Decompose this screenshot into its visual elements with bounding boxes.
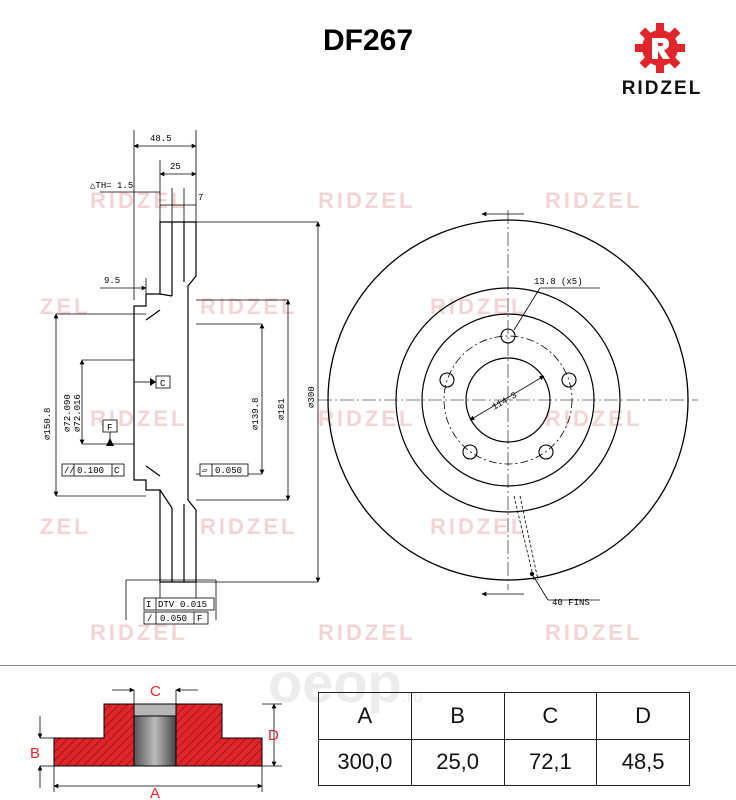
pcd-label: 114.3 bbox=[491, 390, 519, 412]
brand-logo: RIDZEL bbox=[600, 20, 724, 100]
brand-name: RIDZEL bbox=[621, 78, 703, 99]
dimensions-table: A B C D 300,0 25,0 72,1 48,5 bbox=[318, 692, 690, 786]
table-row: A B C D bbox=[318, 692, 690, 740]
dim-hat: 9.5 bbox=[104, 276, 120, 286]
profile-label-d: D bbox=[268, 727, 279, 744]
tolerance-flatness-bottom: / 0.050 F bbox=[143, 611, 209, 625]
svg-text:DTV: DTV bbox=[158, 600, 175, 610]
svg-text:▱: ▱ bbox=[202, 466, 208, 476]
watermark-text: RIDZEL bbox=[318, 188, 416, 213]
dim-181: ⌀181 bbox=[277, 398, 287, 420]
bolt-hole bbox=[462, 444, 478, 460]
tolerance-dtv: I DTV 0.015 bbox=[143, 597, 215, 611]
dim-300: ⌀300 bbox=[307, 386, 317, 408]
dim-overall-width: 48.5 bbox=[150, 134, 172, 144]
table-cell: 300,0 bbox=[318, 738, 412, 786]
svg-text:0.015: 0.015 bbox=[180, 600, 207, 610]
svg-text:0.100: 0.100 bbox=[77, 466, 104, 476]
svg-text:F: F bbox=[107, 423, 112, 433]
tolerance-parallelism: // 0.100 C bbox=[61, 463, 125, 477]
bolt-hole bbox=[538, 444, 554, 460]
watermark-text: RIDZEL bbox=[545, 188, 643, 213]
watermark-text: ZEL bbox=[40, 514, 91, 539]
table-cell: 72,1 bbox=[503, 738, 598, 786]
dim-150: ⌀150.8 bbox=[43, 408, 53, 440]
section-divider bbox=[0, 665, 736, 666]
disc-profile-diagram: C B A D bbox=[30, 683, 282, 798]
table-header: A bbox=[318, 692, 412, 740]
fins-label: 40 FINS bbox=[552, 598, 590, 608]
side-section-view bbox=[133, 221, 197, 583]
bolt-holes-label: 13.8 (x5) bbox=[534, 277, 583, 287]
watermark-text: RIDZEL bbox=[200, 294, 298, 319]
watermark-text: ZEL bbox=[40, 294, 91, 319]
front-view bbox=[318, 210, 698, 601]
table-header: D bbox=[596, 692, 690, 740]
dim-72090: ⌀72.090 bbox=[63, 394, 73, 432]
svg-text:I: I bbox=[146, 600, 151, 610]
table-cell: 48,5 bbox=[596, 738, 690, 786]
svg-text:C: C bbox=[114, 466, 120, 476]
datum-c-marker: C bbox=[150, 375, 171, 389]
watermark-text: RIDZEL bbox=[318, 620, 416, 645]
profile-label-c: C bbox=[150, 683, 161, 700]
watermark-text: RIDZEL bbox=[545, 620, 643, 645]
watermark-text: RIDZEL bbox=[200, 514, 298, 539]
gear-r-icon bbox=[635, 23, 685, 73]
profile-label-b: B bbox=[30, 745, 40, 762]
svg-text:0.050: 0.050 bbox=[215, 466, 242, 476]
table-header: B bbox=[410, 692, 505, 740]
bolt-hole bbox=[561, 372, 577, 388]
table-header: C bbox=[503, 692, 598, 740]
svg-text:/: / bbox=[147, 614, 152, 624]
table-row: 300,0 25,0 72,1 48,5 bbox=[318, 738, 690, 786]
datum-f-marker: F bbox=[102, 419, 118, 446]
dim-thickness: 25 bbox=[170, 162, 181, 172]
dim-th: △TH= 1.5 bbox=[90, 181, 133, 191]
dim-72016: ⌀72.016 bbox=[73, 394, 83, 432]
watermark-text: RIDZEL bbox=[430, 514, 528, 539]
svg-text://: // bbox=[64, 466, 75, 476]
part-number-title: DF267 bbox=[322, 24, 414, 57]
svg-text:C: C bbox=[160, 379, 166, 389]
dim-139: ⌀139.8 bbox=[251, 398, 261, 430]
tolerance-flatness-right: ▱ 0.050 bbox=[199, 463, 249, 477]
bolt-hole bbox=[439, 372, 455, 388]
svg-text:0.050: 0.050 bbox=[160, 614, 187, 624]
svg-text:F: F bbox=[197, 614, 202, 624]
dim-seven: 7 bbox=[198, 193, 203, 203]
technical-drawing: 48.5 25 △TH= 1.5 7 9.5 ⌀150.8 ⌀72.090 ⌀7… bbox=[43, 130, 698, 625]
profile-label-a: A bbox=[150, 785, 160, 798]
table-cell: 25,0 bbox=[410, 738, 505, 786]
